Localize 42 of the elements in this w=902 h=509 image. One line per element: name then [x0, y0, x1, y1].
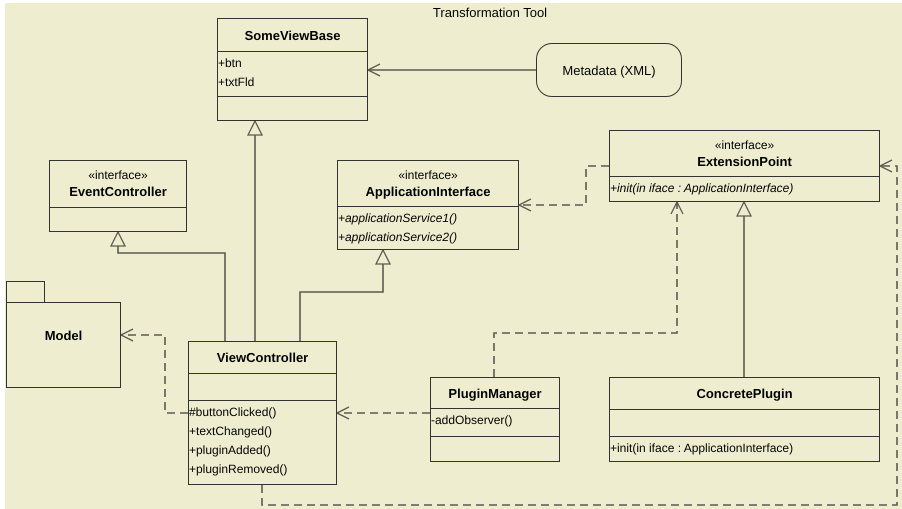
class-name: EventController — [69, 183, 167, 200]
generalization-arrow — [736, 201, 752, 377]
class-box — [188, 341, 337, 485]
class-name: PluginManager — [448, 384, 542, 402]
dependency-arrow — [518, 165, 609, 212]
association-arrow — [367, 63, 536, 77]
artifact-name: Metadata (XML) — [562, 62, 656, 78]
class-box — [609, 130, 880, 202]
class-box — [49, 160, 187, 232]
class-name: ViewController — [216, 349, 308, 366]
class-name: ConcretePlugin — [696, 385, 793, 402]
dependency-arrow — [336, 406, 430, 420]
class-box — [337, 160, 519, 250]
dependency-arrow — [120, 328, 188, 414]
generalization-arrow — [299, 249, 391, 341]
method-text: -addObserver() — [431, 412, 512, 429]
stereotype-label: «interface» — [398, 168, 458, 182]
method-text: #buttonClicked() — [189, 404, 276, 421]
artifact-box — [536, 43, 682, 97]
method-text: +init(in iface : ApplicationInterface) — [610, 180, 794, 197]
method-text: +pluginRemoved() — [189, 461, 288, 478]
attribute-text: +txtFld — [218, 74, 254, 91]
method-text: +init(in iface : ApplicationInterface) — [610, 440, 794, 457]
diagram-title: Transformation Tool — [432, 5, 548, 20]
package-name: Model — [44, 326, 82, 344]
generalization-arrow — [110, 231, 226, 341]
method-text: +textChanged() — [189, 423, 272, 440]
method-text: +pluginAdded() — [189, 442, 271, 459]
attribute-text: +btn — [218, 55, 242, 72]
stereotype-label: «interface» — [714, 138, 774, 152]
method-text: +applicationService1() — [338, 210, 458, 227]
class-box — [217, 18, 368, 121]
generalization-arrow — [247, 120, 263, 341]
class-box — [609, 377, 880, 462]
dependency-arrow — [493, 201, 684, 377]
class-name: ApplicationInterface — [366, 182, 490, 200]
dependency-arrow — [261, 159, 898, 506]
class-box — [430, 377, 560, 462]
class-name: SomeViewBase — [244, 26, 340, 44]
method-text: +applicationService2() — [338, 229, 458, 246]
stereotype-label: «interface» — [88, 168, 148, 183]
class-name: ExtensionPoint — [697, 152, 792, 170]
